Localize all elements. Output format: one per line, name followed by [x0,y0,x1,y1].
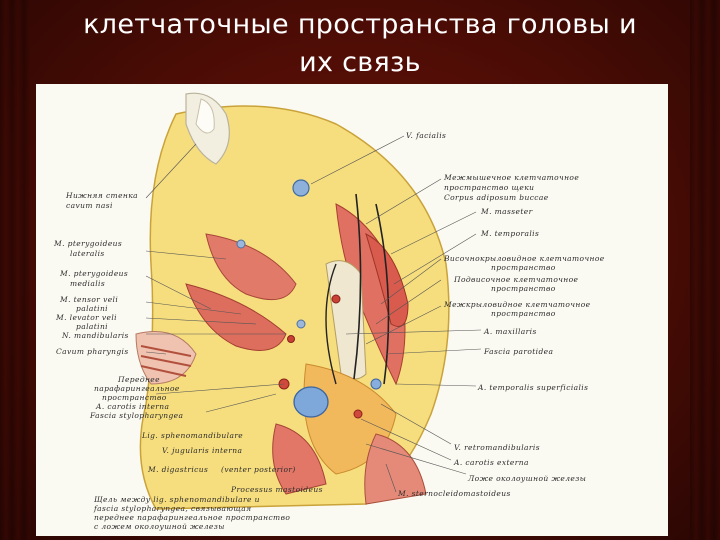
pharynx-stripes [140,345,192,377]
label-corpus-adiposum: Corpus adiposum buccae [444,193,549,202]
label-shchel-2: fascia stylopharyngea, связывающая [93,504,252,513]
label-a-maxillaris: A. maxillaris [483,327,537,336]
label-a-carotis-interna: A. carotis interna [95,402,169,411]
label-mezhkrylovidnoe-2: пространство [491,309,556,318]
vessel-group-2 [296,319,306,329]
leader-lines-left [145,143,286,413]
label-shchel-3: переднее парафарингеальное пространство [94,513,290,522]
label-visochno-2: пространство [491,263,556,272]
digastric [272,423,327,495]
label-prostranstvo: пространство [102,393,167,402]
label-processus-mastoideus: Processus mastoideus [230,485,323,494]
connection-arrow-3 [325,263,337,385]
label-podvisochnoe-1: Подвисочное клетчаточное [453,275,579,284]
label-perednee: Переднее [117,375,160,384]
label-venter-posterior: (venter posterior) [221,465,296,474]
label-m-masseter: M. masseter [480,207,533,216]
label-v-retromandibularis: V. retromandibularis [454,443,540,452]
label-v-jugularis-interna: V. jugularis interna [162,446,242,455]
label-shchel-4: с ложем околоушной железы [94,522,225,531]
label-pterygoideus-medialis-2: medialis [70,279,105,288]
slide-title-line-2: их связь [299,47,421,78]
anatomy-figure: V. facialis Межмышечное клетчаточное про… [36,84,668,536]
label-mezhmyshechnoe-1: Межмышечное клетчаточное [443,173,579,182]
jugular-vein [293,386,329,418]
curtain-right [690,0,720,540]
label-lig-sphenomandibulare: Lig. sphenomandibulare [141,431,243,440]
curtain-left [0,0,30,540]
label-podvisochnoe-2: пространство [491,284,556,293]
label-mezhmyshechnoe-2: пространство щеки [444,183,534,192]
label-fascia-stylopharyngea: Fascia stylopharyngea [89,411,183,420]
label-pterygoideus-medialis-1: M. pterygoideus [59,269,128,278]
label-shchel-1: Щель между lig. sphenomandibulare и [94,495,260,504]
vessel-group-3 [287,335,295,343]
label-fascia-parotidea: Fascia parotidea [483,347,553,356]
retromandibular-vein [370,378,382,390]
connection-arrow-1 [353,193,362,380]
label-tensor-veli-1: M. tensor veli [59,295,118,304]
sternocleidomastoid [364,433,427,505]
maxillary-artery [331,294,341,304]
label-a-temporalis-superficialis: A. temporalis superficialis [477,383,588,392]
nasal-cavity [195,98,215,134]
label-m-temporalis: M. temporalis [480,229,539,238]
label-levator-veli-2: palatini [76,322,108,331]
connection-arrow-2 [375,203,390,385]
label-nizhnyaya-stenka: Нижняя стенка [65,191,138,200]
label-n-mandibularis: N. mandibularis [61,331,129,340]
label-visochno-1: Височнокрыловидное клетчаточное [443,254,605,263]
label-pterygoideus-lateralis-1: M. pterygoideus [53,239,122,248]
label-cavum-nasi: cavum nasi [66,201,113,210]
slide-title-line-1: клетчаточные пространства головы и [83,9,637,40]
carotis-externa [353,409,363,419]
label-parafaringealnoe: парафарингеальное [94,384,180,393]
slide-title: клетчаточные пространства головы и их св… [0,6,720,82]
facial-vein [292,179,310,197]
label-lozhe-okoloushnoy: Ложе околоушной железы [467,474,586,483]
label-v-facialis: V. facialis [406,131,446,140]
label-a-carotis-externa: A. carotis externa [453,458,529,467]
label-levator-veli-1: M. levator veli [55,313,117,322]
vessel-group-1 [236,239,246,249]
label-m-digastricus: M. digastricus [147,465,208,474]
pterygoid-lateral [205,233,297,301]
label-cavum-pharyngis: Cavum pharyngis [56,347,129,356]
label-pterygoideus-lateralis-2: lateralis [70,249,105,258]
label-mezhkrylovidnoe-1: Межкрыловидное клетчаточное [443,300,591,309]
label-m-sternocleidomastoideus: M. sternocleidomastoideus [397,489,511,498]
leader-lines-right [310,135,482,493]
anatomy-illustration: V. facialis Межмышечное клетчаточное про… [53,92,605,531]
label-tensor-veli-2: palatini [76,304,108,313]
